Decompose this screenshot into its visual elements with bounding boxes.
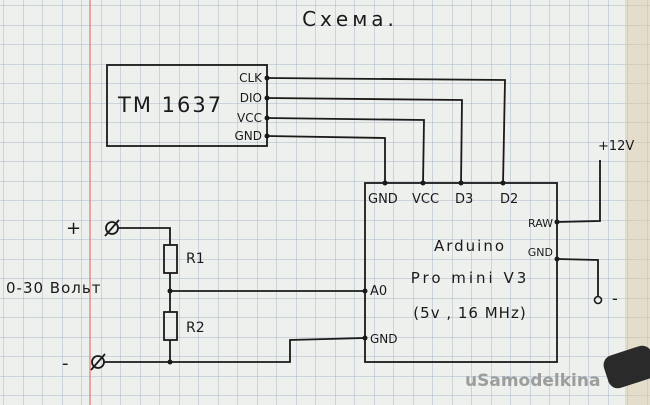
- diagram-title: Схема.: [302, 7, 398, 31]
- ard-pin-a0: A0: [370, 284, 387, 299]
- input-minus-label: -: [62, 353, 69, 374]
- tm-to-arduino-wires: [264, 75, 506, 186]
- ard-pin-vcc: VCC: [412, 192, 439, 207]
- r1-label: R1: [186, 251, 205, 267]
- ard-pin-d2: D2: [500, 192, 518, 207]
- tm1637-module: TM 1637 CLK DIO VCC GND: [106, 64, 268, 147]
- minus-power-label: -: [612, 289, 618, 308]
- plus-12v-label: +12V: [598, 139, 634, 154]
- tm-pin-clk: CLK: [239, 71, 263, 85]
- arduino-line2: Pro mini V3: [411, 269, 530, 287]
- ard-pin-d3: D3: [455, 192, 473, 207]
- power-supply-wires: +12V -: [554, 139, 634, 308]
- voltage-divider: + - 0-30 Вольт R1 R2: [6, 218, 368, 374]
- arduino-board: GND VCC D3 D2 RAW GND A0 GND Arduino Pro…: [364, 182, 558, 363]
- pen-cap: [603, 345, 650, 389]
- input-plus-label: +: [66, 218, 81, 239]
- arduino-line3: (5v , 16 MHz): [413, 304, 526, 322]
- tm-pin-dio: DIO: [240, 91, 262, 105]
- watermark: uSamodelkina: [465, 371, 600, 391]
- input-range-label: 0-30 Вольт: [6, 279, 101, 297]
- arduino-line1: Arduino: [434, 237, 506, 255]
- ard-pin-gnd-left: GND: [370, 332, 398, 346]
- ard-pin-raw: RAW: [528, 217, 553, 230]
- tm-pin-gnd: GND: [234, 129, 262, 143]
- ard-pin-gnd-right: GND: [528, 246, 553, 259]
- desk-edge: [625, 0, 650, 405]
- tm-pin-vcc: VCC: [237, 111, 262, 125]
- r2-label: R2: [186, 320, 205, 336]
- ard-pin-gnd-top: GND: [368, 192, 398, 207]
- tm1637-label: TM 1637: [117, 93, 223, 117]
